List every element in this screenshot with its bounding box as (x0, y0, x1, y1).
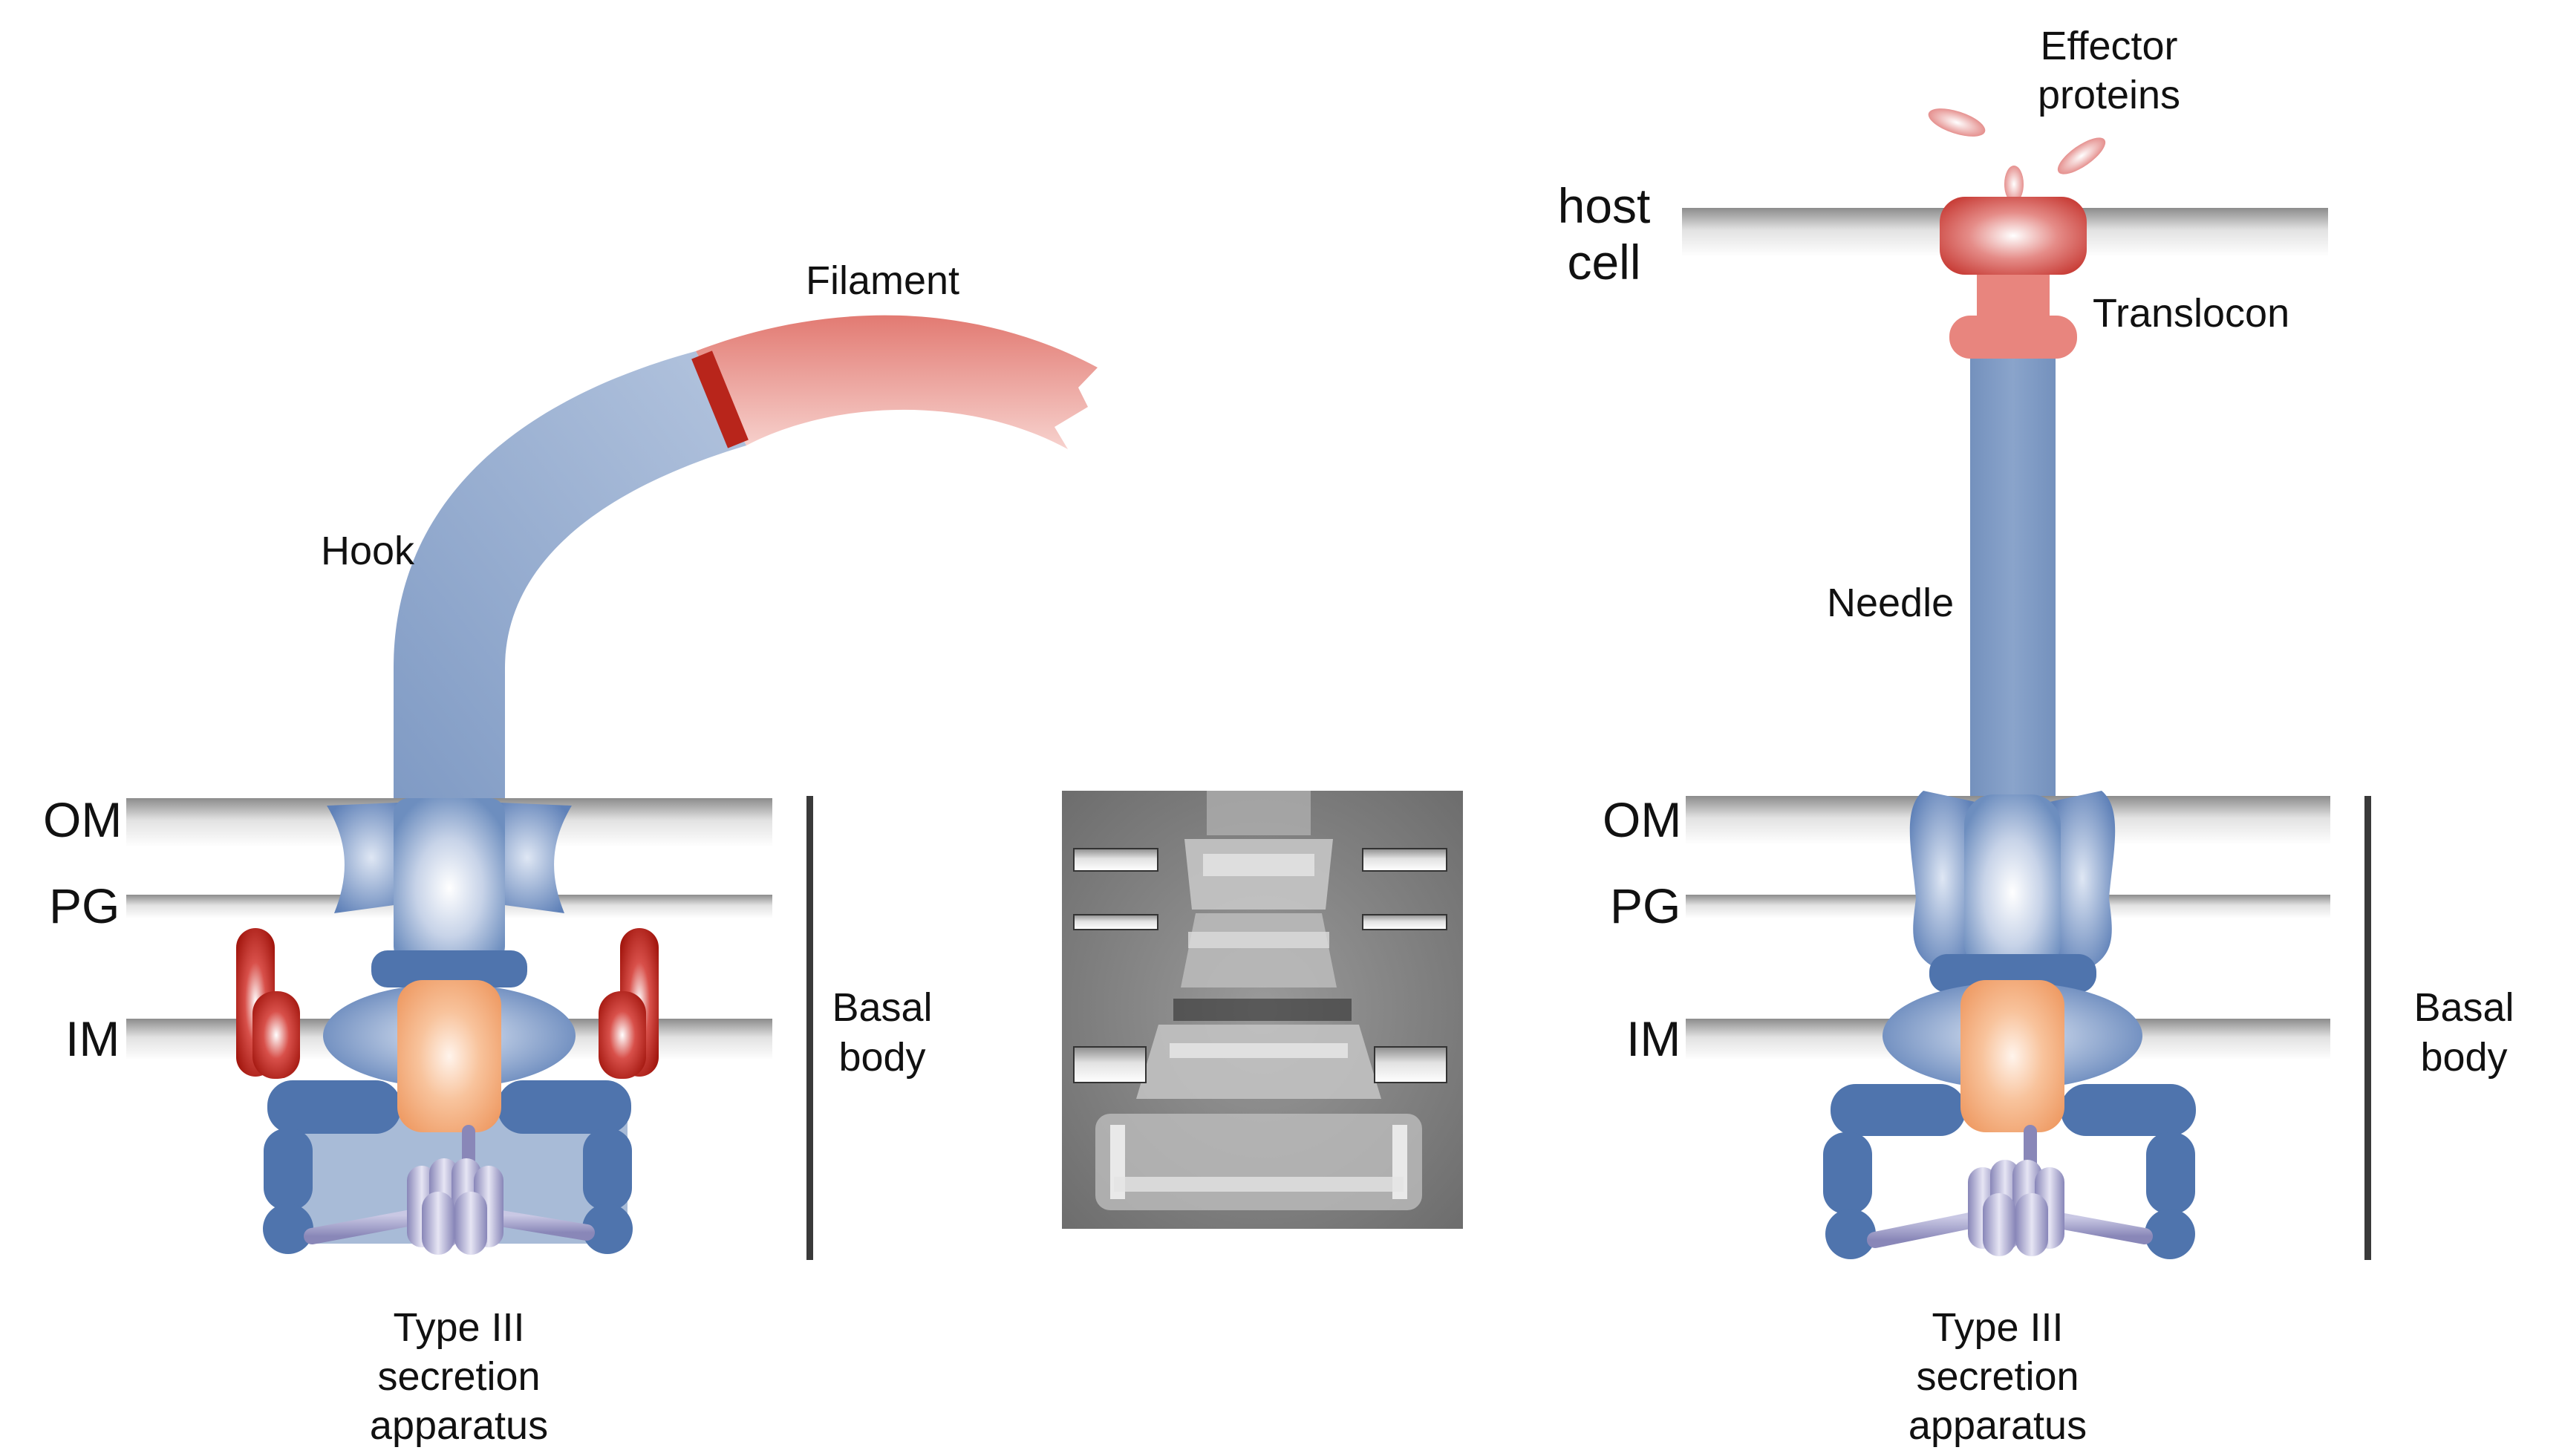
translocon-base (1949, 316, 2077, 359)
caption-line1: Type III (393, 1305, 524, 1350)
right-pg-label: PG (1610, 878, 1681, 933)
pod-right (2146, 1132, 2195, 1214)
basal-body-label-line2: body (838, 1035, 925, 1080)
injectisome-diagram: Effector proteins host cell Translocon N… (1558, 24, 2514, 1448)
c-ring-foot-left (263, 1204, 313, 1254)
c-ring-block-left (267, 1080, 401, 1134)
right-atpase-complex (1867, 1125, 2153, 1256)
stator-left-inner (252, 991, 300, 1079)
caption-line2: secretion (377, 1354, 540, 1399)
hook-filament-junction (691, 350, 749, 448)
om-label: OM (43, 792, 122, 847)
export-apparatus (397, 980, 501, 1132)
im-ring-top (1929, 954, 2096, 993)
host-cell-label-line2: cell (1567, 235, 1640, 290)
im-label: IM (65, 1011, 120, 1066)
flagellum-diagram: Filament Hook OM PG IM Basal body Type I… (43, 258, 1098, 1448)
hook-label: Hook (321, 529, 415, 573)
translocon-pore (1940, 197, 2087, 275)
c-ring-foot-right (582, 1204, 633, 1254)
pod-left (1823, 1132, 1872, 1214)
c-ring-side-right (583, 1129, 632, 1210)
right-basal-body-bar (2364, 796, 2371, 1260)
em-pg-marker-left (1073, 914, 1158, 930)
right-caption-line2: secretion (1916, 1354, 2079, 1399)
stator-right-inner (599, 991, 646, 1079)
effector-label-line2: proteins (2038, 73, 2180, 117)
effector-protein-middle (2004, 166, 2024, 203)
ms-ring-top (371, 950, 527, 987)
right-om-label: OM (1603, 792, 1681, 847)
pod-foot-left (1825, 1209, 1876, 1259)
right-basal-body-label-line1: Basal (2413, 985, 2514, 1030)
translocon-tip (1977, 275, 2050, 319)
secretin-left-lobe (1909, 791, 1975, 965)
em-im-marker-left (1073, 1046, 1147, 1083)
effector-protein-right (2057, 137, 2106, 174)
em-im-marker-right (1374, 1046, 1447, 1083)
em-om-marker-right (1362, 848, 1447, 872)
translocon-label: Translocon (2093, 291, 2289, 336)
effector-label-line1: Effector (2040, 24, 2177, 68)
basal-body-label-line1: Basal (832, 985, 932, 1030)
right-export-apparatus (1960, 980, 2064, 1132)
needle-label: Needle (1827, 581, 1954, 625)
right-caption-line1: Type III (1932, 1305, 2063, 1350)
basal-body-bar (806, 796, 813, 1260)
host-cell-label-line1: host (1558, 178, 1651, 233)
secretin-right-lobe (2050, 791, 2116, 965)
electron-micrograph (1062, 791, 1463, 1229)
sorting-platform-right (2061, 1084, 2196, 1136)
right-caption-line3: apparatus (1909, 1403, 2087, 1448)
pod-foot-right (2145, 1209, 2195, 1259)
needle (1970, 359, 2056, 812)
right-im-label: IM (1626, 1011, 1681, 1066)
em-om-marker-left (1073, 848, 1158, 872)
em-pg-marker-right (1362, 914, 1447, 930)
c-ring-side-left (264, 1129, 313, 1210)
hook (394, 351, 746, 806)
pg-label: PG (49, 878, 120, 933)
c-ring-block-right (498, 1080, 631, 1134)
atpase-arm-left (304, 1207, 431, 1244)
secretin-channel (1964, 794, 2061, 973)
rod (394, 798, 505, 962)
filament-label: Filament (806, 258, 959, 303)
right-atpase-arm-left (1867, 1209, 1992, 1248)
em-c-ring-density (1095, 1114, 1422, 1210)
caption-line3: apparatus (370, 1403, 548, 1448)
effector-protein-left (1928, 108, 1986, 137)
filament (696, 315, 1098, 449)
atpase-complex (304, 1125, 595, 1255)
right-basal-body-label-line2: body (2420, 1035, 2507, 1080)
sorting-platform-left (1831, 1084, 1966, 1136)
